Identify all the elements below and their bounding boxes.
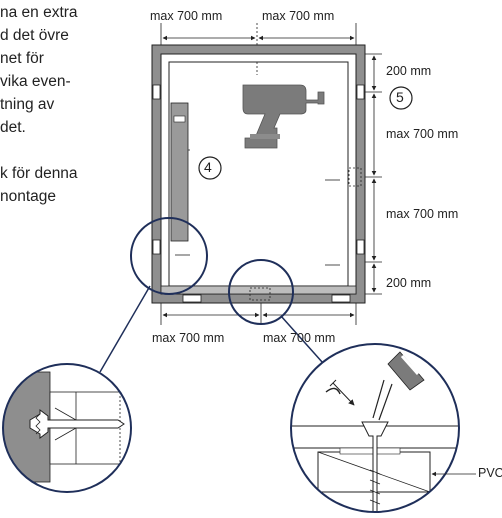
dim-top-left: max 700 mm [150,9,223,23]
dim-right-top: 200 mm [386,64,432,78]
callout-5-circle [389,86,413,110]
detail-left [2,363,132,493]
intro-line-4: vika even- [0,73,71,90]
intro-line-1: na en extra [0,4,78,21]
dim-right-mid1: max 700 mm [386,127,459,141]
drill-icon [242,84,325,149]
zoom-circle-left [130,217,208,295]
callout-4: 4 [204,159,212,175]
callout-5: 5 [396,89,404,105]
intro-line-2: d det övre [0,27,69,44]
dim-right-bottom: 200 mm [386,276,432,290]
intro-line-5: tning av [0,96,55,113]
pvc-label: PVC [478,466,502,480]
connector-left [99,285,151,373]
dim-right-mid2: max 700 mm [386,207,459,221]
detail-right [290,343,476,513]
dimension-lines [160,23,382,325]
intro-line-6: det. [0,119,26,136]
zoom-circle-bottom [228,259,294,325]
screwdriver-icon [372,351,425,421]
dim-bottom-left: max 700 mm [152,331,225,345]
screw-icon [29,409,125,439]
intro-line-3: net för [0,50,44,67]
dim-top-right: max 700 mm [262,9,335,23]
intro-line-8: nontage [0,188,57,205]
frame [151,44,366,304]
dim-bottom-right: max 700 mm [263,331,336,345]
intro-line-7: k för denna [0,165,78,182]
callout-4-circle [198,156,222,180]
